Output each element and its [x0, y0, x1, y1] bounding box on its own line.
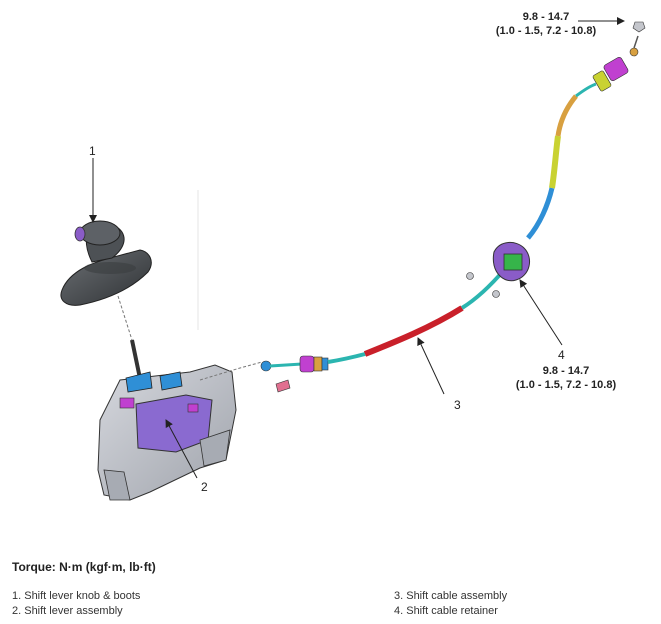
legend-item-4: 4. Shift cable retainer [394, 605, 498, 617]
legend-item-1: 1. Shift lever knob & boots [12, 590, 141, 602]
shift-cable-retainer [466, 242, 531, 298]
torque-top-value: 9.8 - 14.7 [522, 11, 570, 23]
shift-lever-assembly [97, 339, 237, 501]
knob-connector [117, 295, 133, 341]
lever-cable-connector [199, 361, 263, 381]
torque-label-top: 9.8 - 14.7 (1.0 - 1.5, 7.2 - 10.8) [476, 10, 616, 38]
callout-4: 4 [558, 348, 565, 362]
exploded-diagram [60, 17, 646, 501]
cable-clip [275, 379, 291, 393]
callout-2: 2 [201, 480, 208, 494]
torque-top-units: (1.0 - 1.5, 7.2 - 10.8) [495, 25, 597, 37]
legend-item-2: 2. Shift lever assembly [12, 605, 123, 617]
torque-title: Torque: N·m (kgf·m, lb·ft) [12, 560, 156, 574]
leader-3 [417, 337, 445, 395]
callout-1: 1 [89, 144, 96, 158]
torque-retainer-units: (1.0 - 1.5, 7.2 - 10.8) [515, 379, 617, 391]
shift-cable-assembly [260, 21, 646, 373]
torque-retainer-value: 9.8 - 14.7 [542, 365, 590, 377]
leader-4 [519, 279, 563, 346]
shift-lever-knob-boots [60, 220, 152, 306]
legend-item-3: 3. Shift cable assembly [394, 590, 508, 602]
callout-3: 3 [454, 398, 461, 412]
leader-2 [165, 419, 198, 479]
torque-label-retainer: 9.8 - 14.7 (1.0 - 1.5, 7.2 - 10.8) [496, 364, 636, 392]
